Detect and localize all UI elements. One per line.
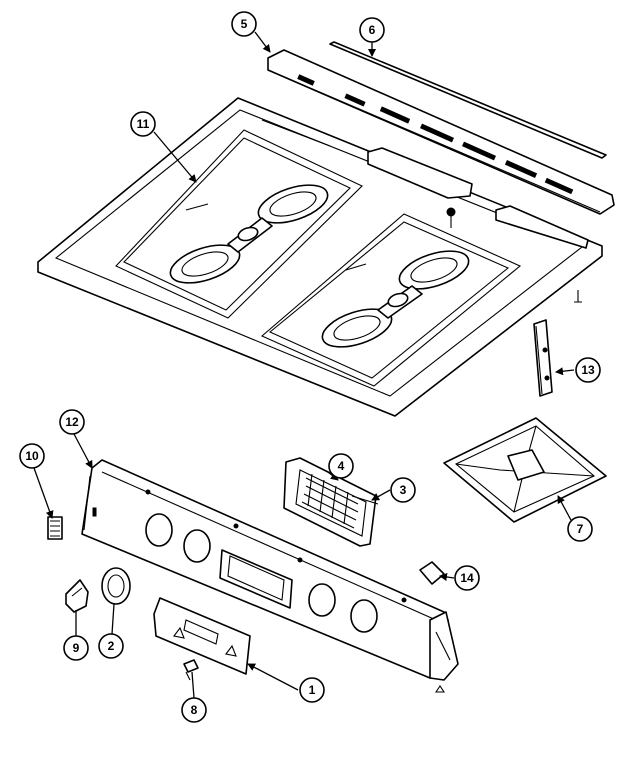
cooktop-part <box>37 97 603 417</box>
callout-14: 14 <box>454 565 480 591</box>
knob-part <box>65 579 89 613</box>
callout-label: 7 <box>577 522 584 536</box>
callout-label: 9 <box>73 641 80 655</box>
callout-label: 8 <box>191 703 198 717</box>
callout-label: 12 <box>65 415 79 429</box>
callout-12: 12 <box>59 409 85 435</box>
callout-4: 4 <box>328 453 354 479</box>
ignition-module-part <box>283 457 379 547</box>
callout-label: 4 <box>338 459 345 473</box>
vent-trim-part <box>267 49 615 215</box>
leader-lines <box>33 31 575 699</box>
callout-10: 10 <box>19 443 45 469</box>
callout-label: 14 <box>460 571 474 585</box>
callout-label: 1 <box>309 683 316 697</box>
callout-label: 13 <box>581 363 595 377</box>
callout-label: 5 <box>241 17 248 31</box>
callout-label: 3 <box>400 483 407 497</box>
callout-13: 13 <box>575 357 601 383</box>
callout-label: 10 <box>25 449 39 463</box>
callout-9: 9 <box>63 635 89 661</box>
callout-6: 6 <box>359 17 385 43</box>
callout-11: 11 <box>130 111 156 137</box>
callout-7: 7 <box>567 516 593 542</box>
callout-5: 5 <box>231 11 257 37</box>
callout-label: 11 <box>137 117 150 131</box>
callout-3: 3 <box>390 477 416 503</box>
switch-part <box>47 516 63 540</box>
bezel-ring-part <box>101 567 131 605</box>
screw-part <box>183 659 199 681</box>
bracket-part <box>533 319 553 397</box>
control-panel-part <box>81 459 459 681</box>
callout-1: 1 <box>299 677 325 703</box>
faceplate-part <box>153 597 251 675</box>
callout-8: 8 <box>181 697 207 723</box>
rear-strip-part <box>329 41 607 159</box>
callout-2: 2 <box>98 633 124 659</box>
burner-grate-part <box>443 417 607 523</box>
small-cap-part <box>419 561 445 585</box>
callout-label: 6 <box>369 23 376 37</box>
callout-label: 2 <box>108 639 115 653</box>
